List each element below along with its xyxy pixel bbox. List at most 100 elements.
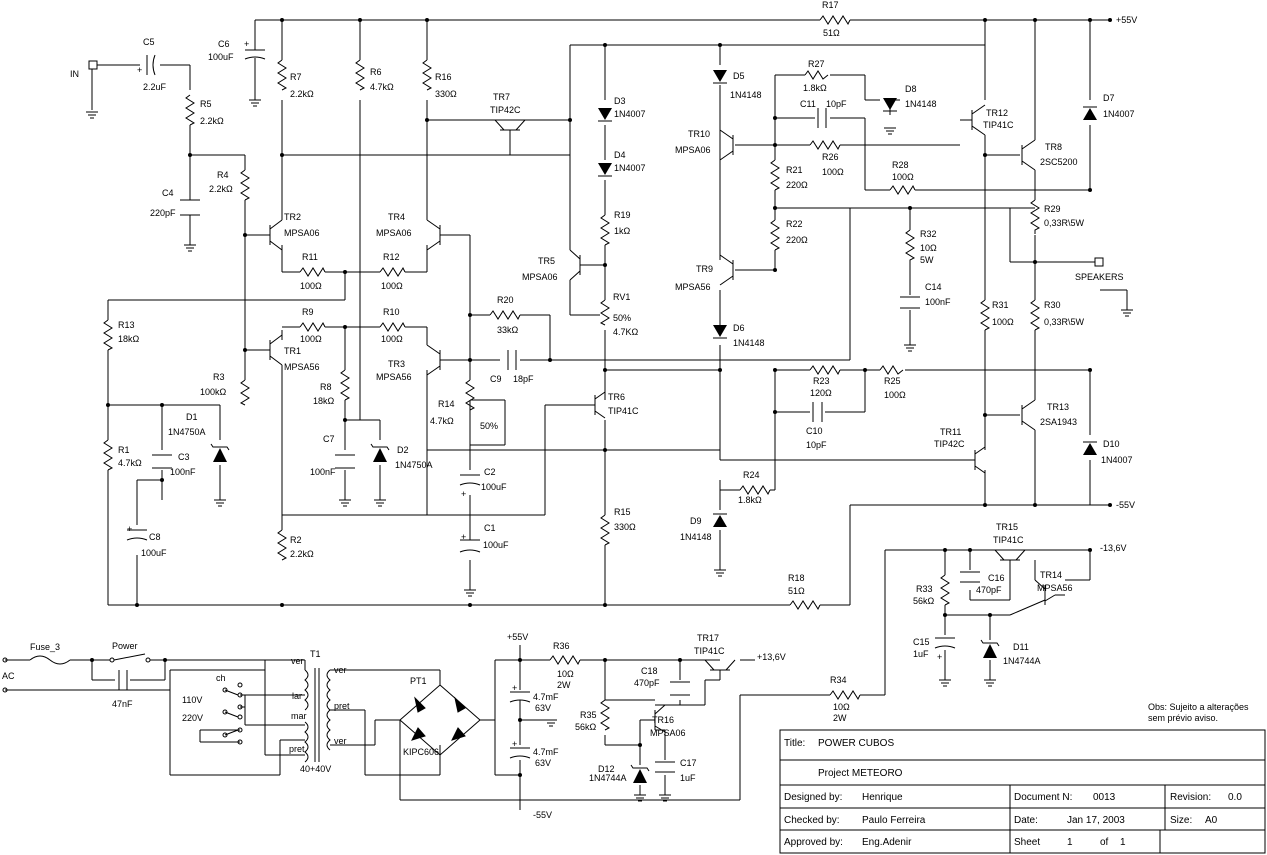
ground-symbol	[984, 679, 996, 687]
val-T1: 40+40V	[300, 764, 331, 774]
ref-TR7: TR7	[493, 92, 510, 102]
val-R10: 100Ω	[381, 334, 403, 344]
resistor-R6	[355, 59, 366, 91]
ground-symbol	[545, 719, 557, 727]
val-R23: 120Ω	[810, 388, 832, 398]
ref-R36: R36	[553, 641, 570, 651]
ac-label: AC	[2, 671, 15, 681]
ref-R16: R16	[435, 72, 452, 82]
ref-R27: R27	[808, 59, 825, 69]
val-TR1: MPSA56	[284, 362, 320, 372]
ref-TR10: TR10	[688, 129, 710, 139]
val-C17: 1uF	[680, 773, 696, 783]
resistor-R7	[277, 59, 288, 91]
val-TR2: MPSA06	[284, 228, 320, 238]
diode-D4	[598, 163, 612, 177]
ref-R31: R31	[992, 300, 1009, 310]
val-R19: 1kΩ	[614, 226, 631, 236]
ground-symbol	[659, 794, 671, 802]
transistor-TR6	[594, 391, 606, 419]
resistor-R30	[1030, 299, 1041, 331]
resistor-R22	[770, 219, 781, 251]
val-R16: 330Ω	[435, 89, 457, 99]
resistor-R3	[239, 379, 250, 406]
val-R12: 100Ω	[381, 281, 403, 291]
ref-R2: R2	[290, 535, 302, 545]
val-R30: 0,33R\5W	[1044, 317, 1085, 327]
of-value: 1	[1120, 837, 1126, 848]
capacitor-C18	[670, 681, 690, 696]
val-D10: 1N4007	[1101, 455, 1133, 465]
note-line-1: Obs: Sujeito a alterações	[1148, 702, 1249, 712]
ground-symbol	[214, 499, 226, 507]
capacitor-CPS1	[509, 691, 531, 703]
val-D12: 1N4744A	[589, 773, 627, 783]
diode-D10	[1083, 441, 1097, 455]
ref-C2: C2	[484, 467, 496, 477]
transistor-TR12	[960, 104, 986, 136]
ref-C18: C18	[641, 666, 658, 676]
ref-C7: C7	[323, 434, 335, 444]
wire-label: pret	[334, 701, 350, 711]
transistor-TR5	[569, 249, 605, 281]
transistor-TR1	[269, 334, 283, 366]
ref-TR4: TR4	[388, 212, 405, 222]
project-label: Project METEORO	[818, 768, 903, 779]
ref-TR2: TR2	[284, 212, 301, 222]
ground-symbol	[339, 499, 351, 507]
ref-R21: R21	[786, 165, 803, 175]
rail-neg136-label: -13,6V	[1100, 543, 1127, 553]
ref-D2: D2	[397, 445, 409, 455]
ground-symbol	[184, 244, 196, 252]
wire-label: mar	[291, 711, 307, 721]
date-value: Jan 17, 2003	[1067, 815, 1125, 826]
resistor-R18	[789, 600, 821, 611]
ref-R34: R34	[830, 675, 847, 685]
val-TR7: TIP42C	[490, 105, 521, 115]
ref-D8: D8	[905, 84, 917, 94]
val-C1: 100uF	[483, 540, 509, 550]
resistor-R32	[905, 229, 916, 267]
ref-R25: R25	[884, 376, 901, 386]
ref-C1: C1	[484, 523, 496, 533]
ground-symbol	[86, 111, 98, 119]
ref-TR12: TR12	[986, 108, 1008, 118]
title-value: POWER CUBOS	[818, 738, 894, 749]
ref-power: Power	[112, 641, 138, 651]
val-R18: 51Ω	[788, 586, 805, 596]
val-C-ac: 47nF	[112, 699, 133, 709]
power-switch-icon	[109, 653, 151, 663]
ref-R1: R1	[118, 445, 130, 455]
ref-R9: R9	[302, 307, 314, 317]
ref-T1: T1	[310, 649, 321, 659]
resistor-R31	[980, 299, 991, 331]
val-TR10: MPSA06	[675, 145, 711, 155]
ref-R18: R18	[788, 573, 805, 583]
zener-D1	[210, 443, 230, 462]
ref-R3: R3	[213, 372, 225, 382]
val-C7: 100nF	[310, 467, 336, 477]
resistor-R36	[549, 655, 581, 666]
resistor-R1	[103, 439, 114, 471]
doc-label: Document N:	[1014, 792, 1072, 803]
zener-D2	[370, 443, 390, 462]
checked-value: Paulo Ferreira	[862, 815, 926, 826]
val-R3: 100kΩ	[200, 387, 227, 397]
resistor-R4	[240, 169, 251, 201]
ground-symbol	[1121, 309, 1133, 317]
resistor-R23	[809, 365, 841, 376]
approved-label: Approved by:	[784, 837, 843, 848]
val-D5: 1N4148	[730, 90, 762, 100]
capacitor-C3	[152, 454, 172, 469]
mains-110v: 110V	[182, 695, 202, 705]
transistor-TR10	[719, 129, 734, 161]
resistor-R11	[299, 266, 326, 277]
ref-R4: R4	[217, 170, 229, 180]
ground-symbol	[464, 589, 476, 597]
val-D6: 1N4148	[733, 338, 765, 348]
ref-R30: R30	[1044, 300, 1061, 310]
ref-R23: R23	[813, 376, 830, 386]
val-C18: 470pF	[634, 678, 660, 688]
capacitor-C1	[459, 539, 481, 553]
ref-C15: C15	[913, 637, 930, 647]
